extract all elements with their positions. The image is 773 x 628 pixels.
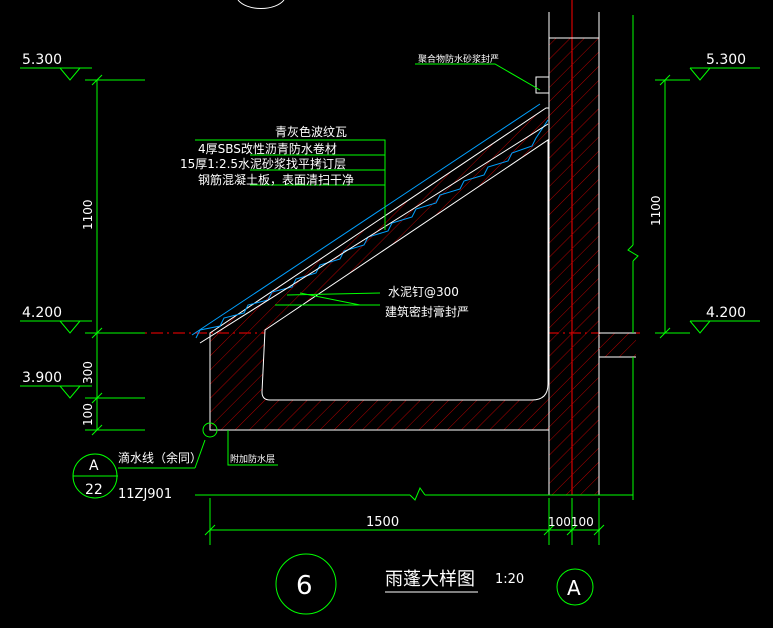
title-number: 6	[296, 571, 313, 601]
note-layer-3: 15厚1:2.5水泥砂浆找平拷订层	[180, 156, 346, 171]
axis-circle	[556, 568, 594, 606]
floor-slab	[599, 332, 636, 358]
dim-right-1100: 1100	[649, 195, 663, 226]
title-axis: A	[567, 576, 581, 600]
callout-top: A	[89, 458, 99, 474]
level-left-low: 3.900	[22, 370, 62, 386]
roof-tiles	[191, 103, 549, 344]
note-drip: 滴水线（余同）	[118, 450, 202, 465]
drip-marker	[202, 422, 218, 438]
top-circle-fragment	[237, 0, 285, 9]
level-right-mid: 4.200	[706, 305, 746, 321]
left-dimension-chain	[20, 67, 145, 436]
callout-bottom: 22	[85, 482, 103, 498]
title-number-circle	[275, 553, 337, 615]
note-waterproof: 附加防水层	[230, 453, 275, 465]
note-nail: 水泥钉@300	[388, 285, 459, 299]
dim-left-300: 300	[81, 361, 95, 384]
dim-bottom-1500: 1500	[366, 515, 399, 530]
wall	[548, 12, 600, 496]
dim-left-100: 100	[81, 403, 95, 426]
canopy-section	[209, 107, 550, 431]
note-seal: 建筑密封膏封严	[385, 304, 469, 319]
title-text: 雨蓬大样图	[385, 569, 475, 590]
detail-callout	[72, 453, 118, 499]
note-top-seal: 聚合物防水砂浆封严	[418, 53, 499, 65]
dim-bottom-100100: 100100	[548, 515, 594, 529]
leader-lines	[118, 63, 541, 469]
level-right-top: 5.300	[706, 52, 746, 68]
title-scale: 1:20	[495, 572, 524, 587]
seal-box	[535, 76, 550, 94]
note-standard: 11ZJ901	[118, 487, 172, 502]
note-layer-2: 4厚SBS改性沥青防水卷材	[198, 141, 337, 156]
bottom-dimension-chain	[195, 486, 633, 545]
level-left-mid: 4.200	[22, 305, 62, 321]
right-dimension-chain	[627, 15, 760, 500]
level-left-top: 5.300	[22, 52, 62, 68]
dim-left-1100: 1100	[81, 199, 95, 230]
note-layer-1: 青灰色波纹瓦	[275, 125, 347, 139]
note-layer-4: 钢筋混凝土板，表面清扫干净	[198, 172, 354, 187]
